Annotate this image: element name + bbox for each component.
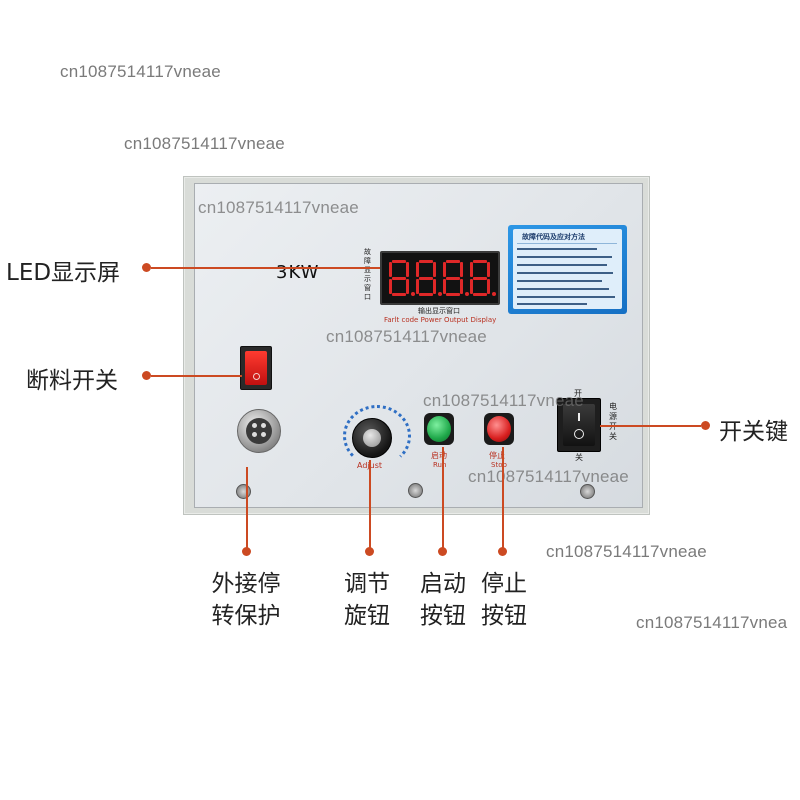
watermark: cn1087514117vneae (60, 62, 221, 81)
led-segment (446, 293, 460, 296)
led-decimal-point (492, 292, 496, 296)
led-segment (416, 279, 419, 294)
screw-icon (236, 484, 251, 499)
run-button[interactable] (424, 413, 454, 445)
stop-label-en: Stop (491, 461, 507, 469)
power-switch-side-label: 电源开关 (609, 402, 617, 441)
led-segment (460, 262, 463, 277)
callout-external-stop: 外接停 转保护 (203, 568, 289, 632)
callout-stop-button: 停止 按钮 (474, 568, 534, 632)
led-segment (419, 260, 433, 263)
callout-dot (142, 263, 151, 272)
callout-power-switch: 开关键 (719, 419, 788, 445)
output-window-label: 输出显示窗口 (418, 307, 460, 315)
watermark: cn1087514117vneae (198, 198, 359, 217)
callout-adjust-knob-line1: 调节 (344, 571, 390, 597)
led-segment (470, 262, 473, 277)
led-segment (446, 276, 460, 280)
callout-dot (701, 421, 710, 430)
display-caption: Farlt code Power Output Display (384, 316, 497, 324)
callout-external-stop-line2: 转保护 (211, 603, 281, 629)
callout-line (502, 447, 504, 549)
power-switch-top-label: 开 (574, 389, 582, 398)
led-segment (470, 279, 473, 294)
callout-start-button-line1: 启动 (420, 571, 466, 597)
led-segment (433, 262, 436, 277)
led-decimal-point (465, 292, 469, 296)
watermark: cn1087514117vnea (636, 613, 788, 632)
led-segment (406, 279, 409, 294)
led-digit (389, 260, 415, 296)
led-segment (419, 276, 433, 280)
led-segment (487, 279, 490, 294)
led-segment (460, 279, 463, 294)
callout-adjust-knob: 调节 旋钮 (337, 568, 397, 632)
power-rating-label: 3KW (276, 262, 320, 283)
led-digit (443, 260, 469, 296)
fault-code-info-card: 故障代码及应对方法 (508, 225, 627, 314)
callout-dot (498, 547, 507, 556)
led-decimal-point (411, 292, 415, 296)
led-decimal-point (438, 292, 442, 296)
led-segment (392, 260, 406, 263)
led-segment (406, 262, 409, 277)
callout-dot (438, 547, 447, 556)
fault-window-vertical-label: 故障显示窗口 (364, 248, 371, 301)
led-segment (473, 260, 487, 263)
led-segment (473, 276, 487, 280)
led-segment (433, 279, 436, 294)
adjust-knob[interactable] (352, 418, 392, 458)
material-break-switch[interactable] (240, 346, 272, 390)
run-label-en: Run (433, 461, 447, 469)
info-card-title: 故障代码及应对方法 (522, 233, 585, 241)
watermark: cn1087514117vneae (546, 542, 707, 561)
callout-led-display: LED显示屏 (6, 260, 121, 286)
led-digits (382, 253, 498, 303)
led-segment (487, 262, 490, 277)
callout-dot (365, 547, 374, 556)
callout-line (442, 447, 444, 549)
screw-icon (580, 484, 595, 499)
callout-line (151, 375, 242, 377)
callout-start-button: 启动 按钮 (413, 568, 473, 632)
callout-adjust-knob-line2: 旋钮 (344, 603, 390, 629)
callout-line (246, 467, 248, 549)
watermark: cn1087514117vneae (124, 134, 285, 153)
stop-button[interactable] (484, 413, 514, 445)
callout-line (369, 460, 371, 549)
callout-stop-button-line1: 停止 (481, 571, 527, 597)
callout-external-stop-line1: 外接停 (211, 571, 281, 597)
led-segment (419, 293, 433, 296)
screw-icon (408, 483, 423, 498)
led-segment (389, 279, 392, 294)
callout-line (151, 267, 380, 269)
run-label-cn: 启动 (431, 451, 447, 460)
led-display (380, 251, 500, 305)
power-switch-bottom-label: 关 (575, 453, 583, 462)
stop-label-cn: 停止 (489, 451, 505, 460)
led-segment (392, 276, 406, 280)
callout-stop-button-line2: 按钮 (481, 603, 527, 629)
callout-dot (242, 547, 251, 556)
watermark: cn1087514117vneae (326, 327, 487, 346)
callout-line (600, 425, 701, 427)
led-segment (473, 293, 487, 296)
callout-material-switch: 断料开关 (26, 368, 118, 394)
led-digit (470, 260, 496, 296)
led-segment (443, 279, 446, 294)
watermark: cn1087514117vneae (468, 467, 629, 486)
led-segment (443, 262, 446, 277)
callout-dot (142, 371, 151, 380)
led-segment (416, 262, 419, 277)
led-segment (446, 260, 460, 263)
adjust-knob-scale (343, 405, 411, 467)
led-digit (416, 260, 442, 296)
external-stop-connector[interactable] (237, 409, 281, 453)
watermark: cn1087514117vneae (423, 391, 584, 410)
led-segment (389, 262, 392, 277)
callout-start-button-line2: 按钮 (420, 603, 466, 629)
led-segment (392, 293, 406, 296)
